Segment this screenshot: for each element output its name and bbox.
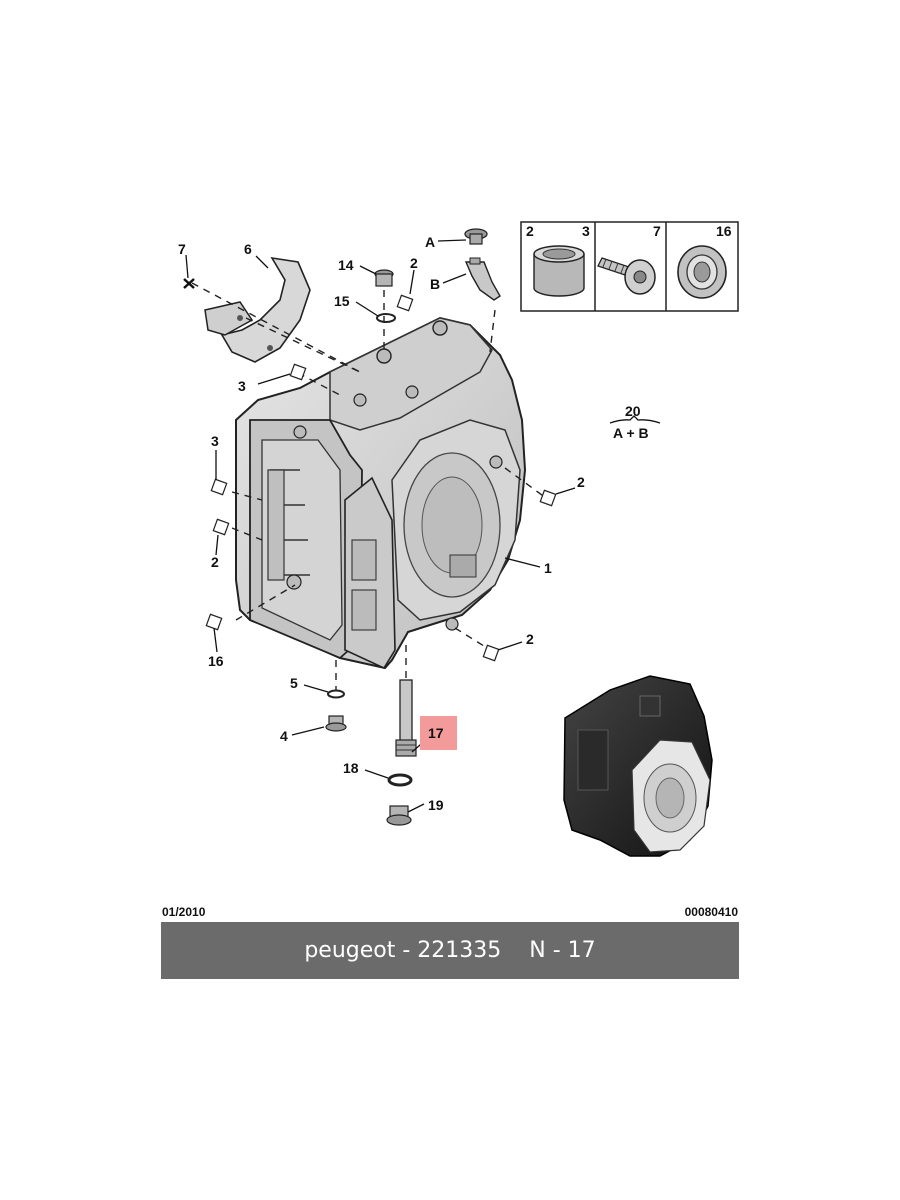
- plug-19-illustration: [386, 805, 412, 826]
- selector-lever-illustration: [464, 228, 501, 301]
- banner-brand-ref: peugeot - 221335: [304, 938, 502, 963]
- callout-1: 1: [544, 560, 552, 576]
- legend-panel: 2 3 7 16: [520, 221, 739, 312]
- callout-2-left: 2: [211, 554, 219, 570]
- callout-2-bottom: 2: [526, 631, 534, 647]
- callout-6: 6: [244, 241, 252, 257]
- o-ring-5-illustration: [327, 689, 345, 699]
- callout-B: B: [430, 276, 440, 292]
- kit-note: 20 A + B: [609, 403, 661, 441]
- callout-2-right: 2: [577, 474, 585, 490]
- callout-3-left: 3: [211, 433, 219, 449]
- bolt-icon: [597, 257, 656, 295]
- kit-number: 20: [625, 403, 641, 419]
- dipstick-tube-17-illustration: [395, 679, 417, 757]
- callout-7: 7: [178, 241, 186, 257]
- legend-box1-left-label: 2: [526, 223, 534, 239]
- footer-date: 01/2010: [162, 905, 206, 919]
- callout-labels: 7 6 14 15 2 A B 3 3 2 16 2 1 2 5 4 17 18…: [178, 234, 585, 813]
- legend-box2-right-label: 7: [653, 223, 661, 239]
- callout-14: 14: [338, 257, 354, 273]
- footer-code: 00080410: [684, 905, 738, 919]
- plug-14-illustration: [374, 269, 394, 287]
- caption-banner: peugeot - 221335 N - 17: [161, 922, 739, 979]
- callout-3-top: 3: [238, 378, 246, 394]
- locator-thumbnail: [563, 675, 713, 857]
- bracket-illustration: [204, 256, 311, 363]
- callout-2-top: 2: [410, 255, 418, 271]
- callout-5: 5: [290, 675, 298, 691]
- kit-formula: A + B: [613, 425, 649, 441]
- callout-19: 19: [428, 797, 444, 813]
- banner-index: N - 17: [529, 938, 596, 963]
- callout-17: 17: [428, 725, 444, 741]
- callout-16: 16: [208, 653, 224, 669]
- highlight-box-17: [420, 716, 457, 750]
- legend-box3-right-label: 16: [716, 223, 732, 239]
- legend-box1-right-label: 3: [582, 223, 590, 239]
- callout-A: A: [425, 234, 435, 250]
- leader-lines: [185, 239, 576, 813]
- callout-18: 18: [343, 760, 359, 776]
- plug-4-illustration: [325, 715, 347, 732]
- seal-18-illustration: [387, 773, 413, 787]
- gearbox-casing-illustration: [235, 316, 527, 670]
- grommet-icon: [677, 245, 727, 299]
- callout-4: 4: [280, 728, 288, 744]
- o-ring-15-illustration: [376, 313, 396, 323]
- bushing-tags: [205, 294, 557, 662]
- callout-15: 15: [334, 293, 350, 309]
- assembly-axes: [191, 282, 547, 690]
- bushing-icon: [533, 245, 585, 297]
- cross-marker: [183, 278, 195, 289]
- exploded-parts-diagram: 7 6 14 15 2 A B 3 3 2 16 2 1 2 5 4 17 18…: [178, 221, 739, 857]
